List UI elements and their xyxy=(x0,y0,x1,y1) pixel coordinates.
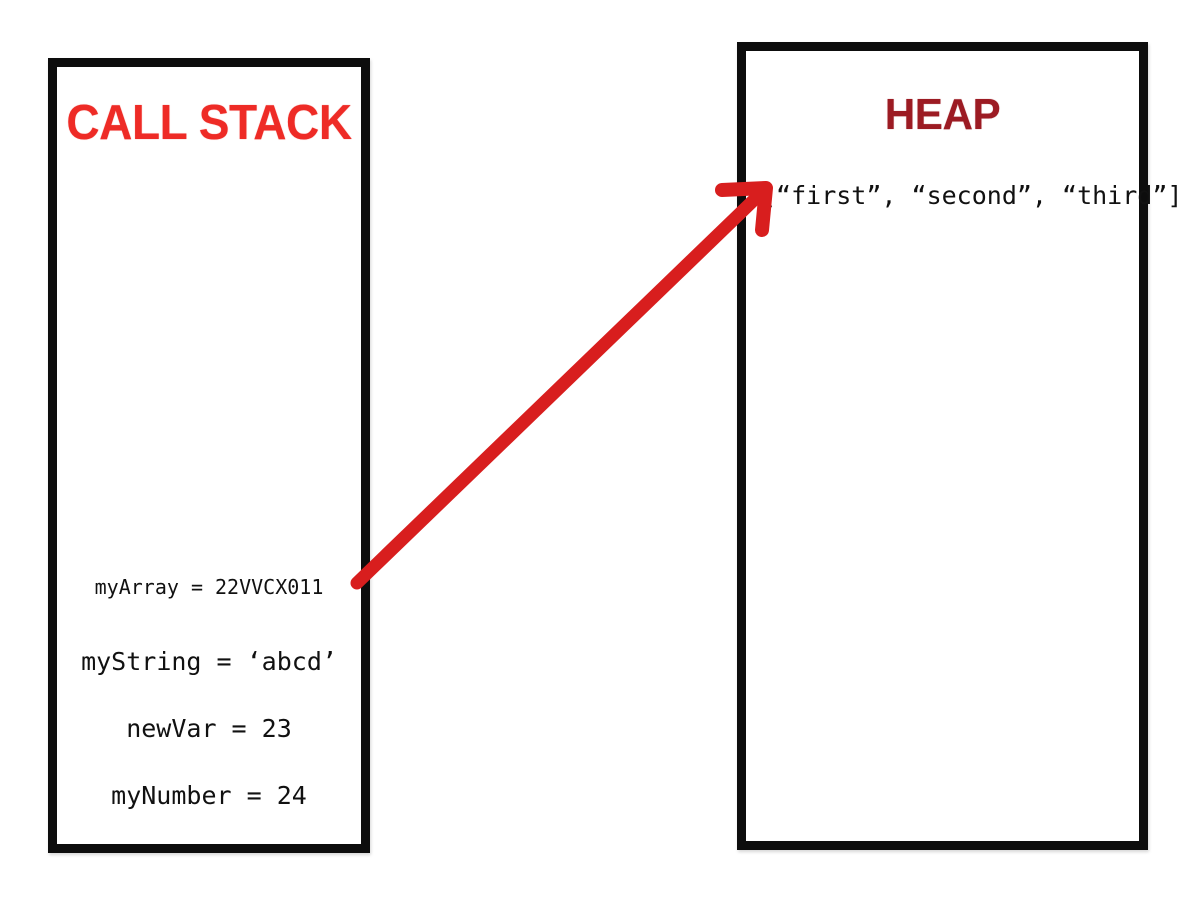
stack-entry-myarray: myArray = 22VVCX011 xyxy=(94,575,324,599)
arrow-shaft xyxy=(350,190,764,590)
stack-entry-mystring: myString = ‘abcd’ xyxy=(81,647,337,676)
call-stack-entries: myArray = 22VVCX011 myString = ‘abcd’ ne… xyxy=(57,577,361,808)
stack-entry-newvar: newVar = 23 xyxy=(126,714,292,743)
heap-panel: HEAP [“first”, “second”, “third”] xyxy=(737,42,1182,850)
heap-object-array: [“first”, “second”, “third”] xyxy=(761,181,1183,210)
call-stack-panel: CALL STACK myArray = 22VVCX011 myString … xyxy=(48,58,370,853)
stack-entry-mynumber: myNumber = 24 xyxy=(111,781,307,810)
heap-title: HEAP xyxy=(884,90,1001,139)
call-stack-title: CALL STACK xyxy=(66,96,352,150)
